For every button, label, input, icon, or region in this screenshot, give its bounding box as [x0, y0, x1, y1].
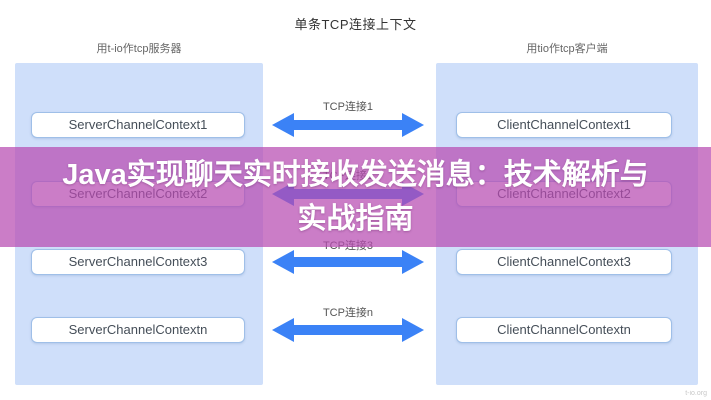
headline-banner: Java实现聊天实时接收发送消息：技术解析与 实战指南	[0, 147, 711, 247]
headline-line-1: Java实现聊天实时接收发送消息：技术解析与	[62, 159, 649, 191]
arrow-bar	[294, 325, 402, 335]
server-channel-box: ServerChannelContext1	[31, 112, 245, 138]
double-arrow-icon	[272, 113, 424, 137]
headline-line-2: 实战指南	[297, 203, 414, 235]
arrow-left-head-icon	[272, 250, 294, 274]
arrow-left-head-icon	[272, 318, 294, 342]
client-caption: 用tio作tcp客户端	[526, 43, 608, 55]
arrow-right-head-icon	[402, 318, 424, 342]
arrow-right-head-icon	[402, 113, 424, 137]
tcp-connection-label: TCP连接n	[322, 307, 374, 319]
watermark-text: t-io.org	[685, 390, 707, 397]
server-channel-box: ServerChannelContext3	[31, 249, 245, 275]
arrow-bar	[294, 120, 402, 130]
client-channel-box: ClientChannelContext3	[456, 249, 672, 275]
client-channel-box: ClientChannelContextn	[456, 317, 672, 343]
arrow-bar	[294, 257, 402, 267]
double-arrow-icon	[272, 250, 424, 274]
arrow-right-head-icon	[402, 250, 424, 274]
tcp-connection-label: TCP连接1	[322, 101, 374, 113]
arrow-left-head-icon	[272, 113, 294, 137]
diagram-title: 单条TCP连接上下文	[294, 17, 417, 32]
server-caption: 用t-io作tcp服务器	[96, 43, 182, 55]
client-channel-box: ClientChannelContext1	[456, 112, 672, 138]
double-arrow-icon	[272, 318, 424, 342]
server-channel-box: ServerChannelContextn	[31, 317, 245, 343]
